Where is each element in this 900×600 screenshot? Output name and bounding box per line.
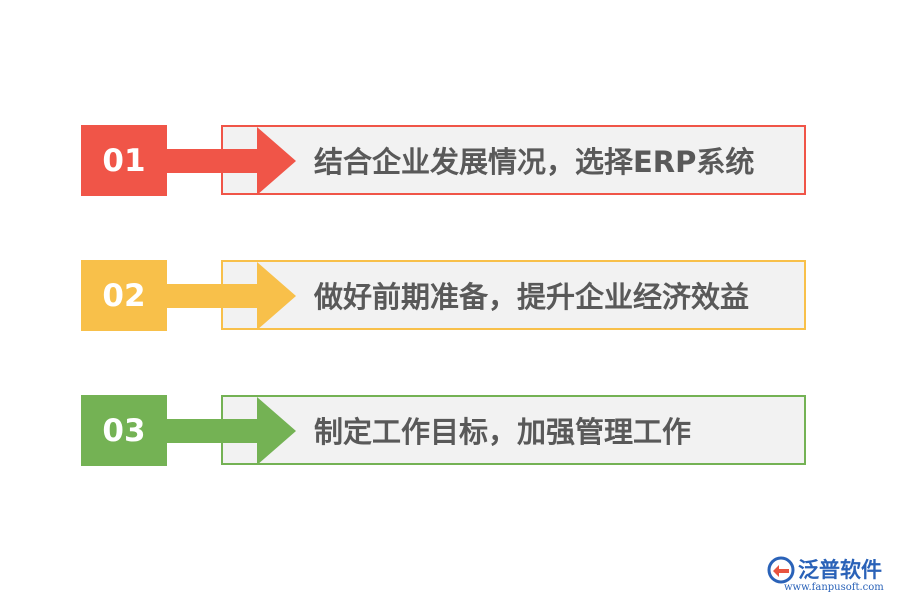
step-text-box: 结合企业发展情况，选择ERP系统 — [221, 125, 806, 195]
step-number: 02 — [102, 277, 146, 314]
brand-logo: 泛普软件 www.fanpusoft.com — [766, 552, 896, 596]
step-2: 02 做好前期准备，提升企业经济效益 — [0, 259, 900, 333]
step-3: 03 制定工作目标，加强管理工作 — [0, 394, 900, 468]
brand-name: 泛普软件 — [798, 558, 882, 582]
step-text-box: 制定工作目标，加强管理工作 — [221, 395, 806, 465]
step-number-badge: 03 — [81, 395, 167, 466]
step-number: 01 — [102, 142, 146, 179]
step-text: 制定工作目标，加强管理工作 — [314, 415, 692, 449]
step-text: 做好前期准备，提升企业经济效益 — [314, 280, 750, 314]
arrow-right-icon — [167, 262, 296, 330]
arrow-right-icon — [167, 127, 296, 195]
step-number-badge: 01 — [81, 125, 167, 196]
fanpu-logo-icon — [767, 556, 795, 584]
step-1: 01 结合企业发展情况，选择ERP系统 — [0, 124, 900, 198]
step-number-badge: 02 — [81, 260, 167, 331]
brand-url: www.fanpusoft.com — [784, 582, 884, 593]
arrow-right-icon — [167, 397, 296, 465]
step-text-box: 做好前期准备，提升企业经济效益 — [221, 260, 806, 330]
step-text: 结合企业发展情况，选择ERP系统 — [314, 145, 755, 179]
step-number: 03 — [102, 412, 146, 449]
